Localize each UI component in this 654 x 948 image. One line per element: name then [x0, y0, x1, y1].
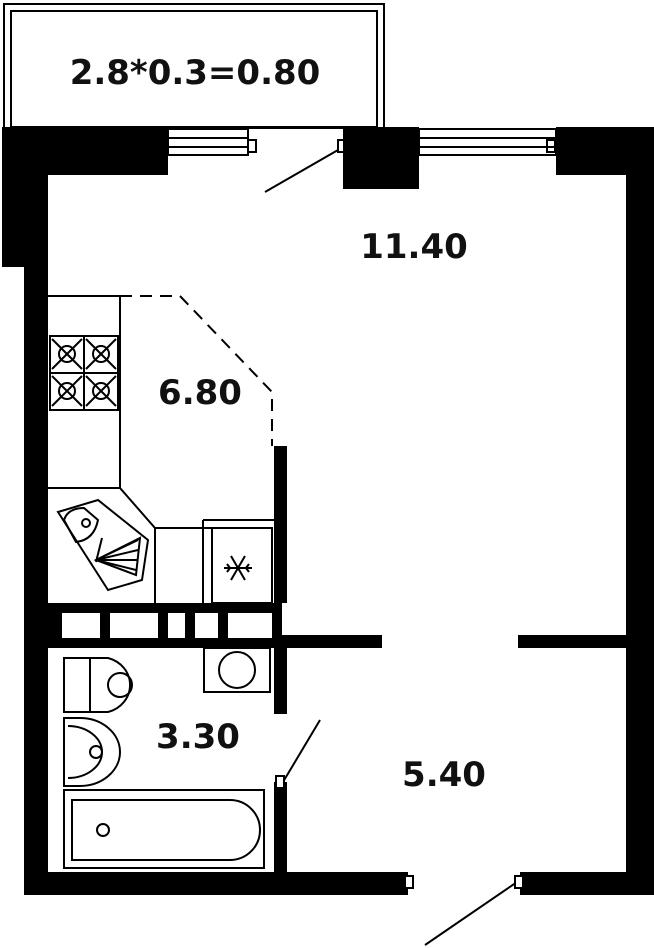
snowflake-icon — [211, 527, 273, 604]
kitchen-area-label: 6.80 — [158, 373, 242, 413]
doors — [264, 149, 524, 946]
washing-machine-icon — [203, 647, 271, 693]
bathroom-area-label: 3.30 — [156, 717, 240, 757]
corner-sink-icon — [56, 498, 150, 592]
hall-area-label: 5.40 — [402, 755, 486, 795]
kitchen-counter — [48, 295, 274, 603]
bathtub-icon — [63, 789, 265, 869]
walls — [2, 127, 654, 895]
toilet-icon — [63, 657, 133, 713]
washbasin-icon — [63, 717, 121, 787]
cooktop-icon — [49, 335, 119, 411]
living-room-area-label: 11.40 — [360, 227, 468, 267]
windows — [167, 128, 557, 156]
balcony-area-label: 2.8*0.3=0.80 — [70, 53, 321, 93]
